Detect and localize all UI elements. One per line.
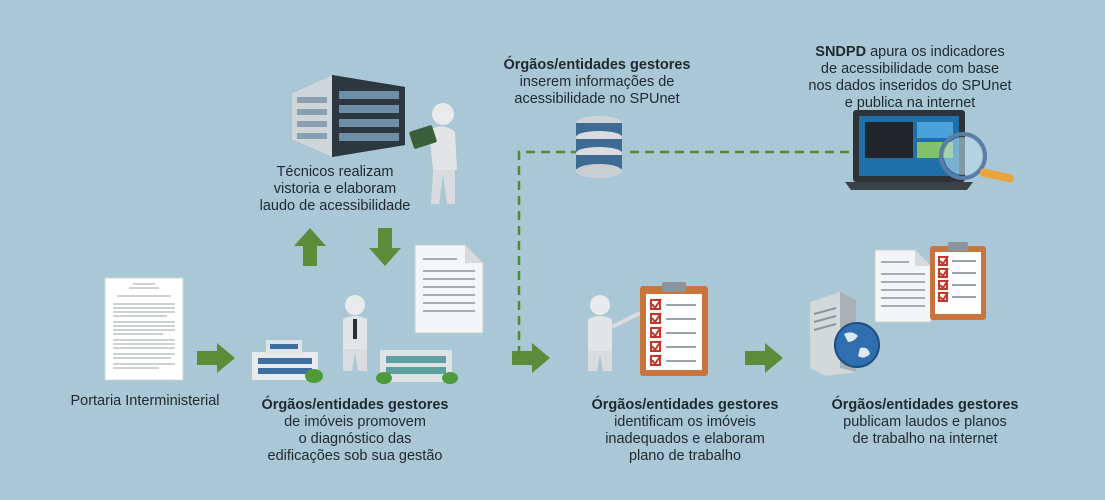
database-icon <box>576 116 622 178</box>
sndpd-first-line: apura os indicadores <box>866 44 1005 60</box>
publish-document-icon <box>874 249 932 323</box>
person-presenter-icon <box>588 295 641 371</box>
sndpd-label: SNDPD <box>815 44 867 60</box>
dashed-connector <box>517 150 850 355</box>
portaria-document-icon <box>104 277 184 381</box>
caption-spunet: Órgãos/entidades gestores inserem inform… <box>503 57 691 107</box>
laudo-document-icon <box>414 244 484 334</box>
person-tablet-icon <box>409 103 457 204</box>
building-left-icon <box>252 340 323 383</box>
arrow-right-2 <box>512 343 550 373</box>
building-right-icon <box>376 350 458 384</box>
arrow-right-3 <box>745 343 783 373</box>
publish-clipboard-icon <box>930 242 986 320</box>
arrow-down <box>369 228 401 266</box>
laptop-magnifier-icon <box>845 110 1014 190</box>
globe-icon <box>834 322 880 368</box>
caption-portaria: Portaria Interministerial <box>70 393 220 409</box>
arrow-up <box>294 228 326 266</box>
caption-diagnostico: Órgãos/entidades gestores de imóveis pro… <box>261 397 449 464</box>
caption-publicam: Órgãos/entidades gestores publicam laudo… <box>831 397 1019 447</box>
office-building-icon <box>292 75 405 157</box>
clipboard-checklist-icon <box>640 282 708 376</box>
person-thinking-icon <box>343 295 367 371</box>
arrow-right-1 <box>197 343 235 373</box>
caption-plano: Órgãos/entidades gestores identificam os… <box>591 397 779 464</box>
caption-tecnicos: Técnicos realizam vistoria e elaboram la… <box>259 164 411 214</box>
caption-sndpd: SNDPD apura os indicadores de acessibili… <box>808 44 1012 111</box>
